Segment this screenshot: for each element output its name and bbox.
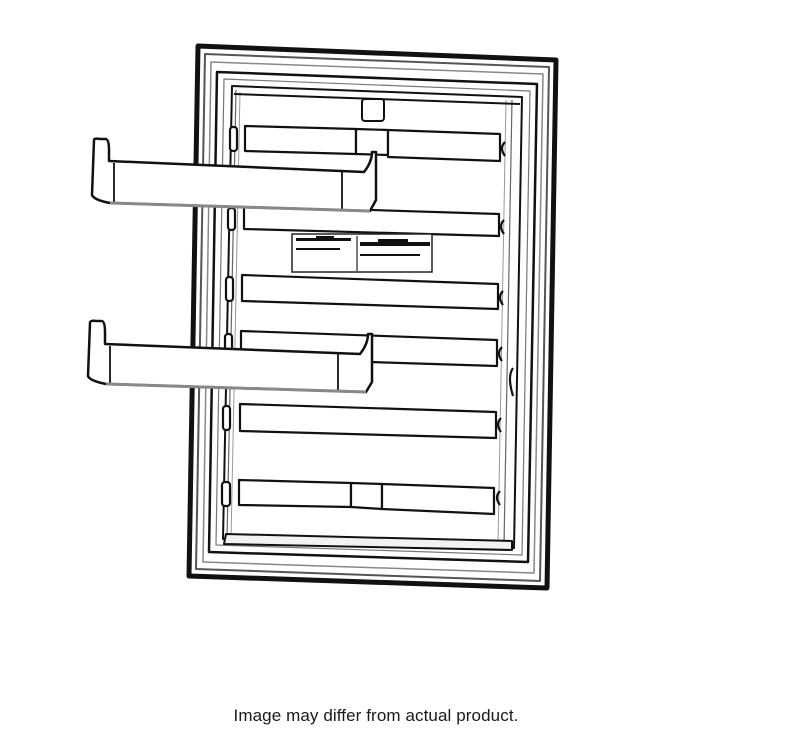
shelf-2 (226, 204, 501, 238)
shelf-5 (221, 402, 498, 440)
top-square-knob (361, 98, 385, 122)
shelf-3 (224, 273, 500, 311)
shelf-1 (228, 124, 502, 163)
label-plate (291, 233, 433, 273)
door-bin-top (90, 137, 378, 213)
shelf-6 (220, 478, 496, 516)
door-bin-bottom (86, 319, 374, 394)
disclaimer-caption: Image may differ from actual product. (233, 706, 519, 725)
